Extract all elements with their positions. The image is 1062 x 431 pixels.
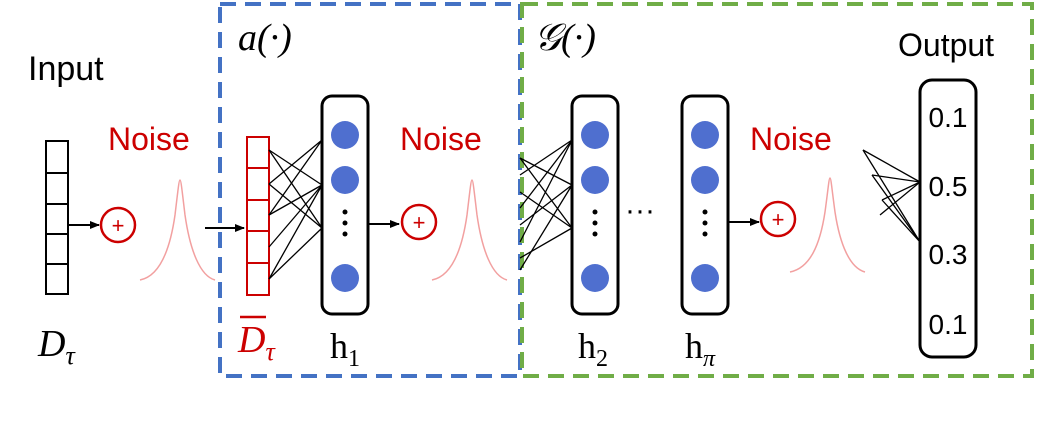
connections-to-output xyxy=(862,149,921,243)
d-tau-label: Dτ xyxy=(37,323,76,370)
add-noise-node-3: + xyxy=(759,200,797,238)
noise-label-2: Noise xyxy=(400,121,482,157)
connections-to-h2 xyxy=(519,139,573,271)
noise-curve-2 xyxy=(431,179,508,281)
svg-text:+: + xyxy=(413,210,426,235)
h2-label: h2 xyxy=(578,326,608,372)
add-noise-node-2: + xyxy=(400,203,438,241)
layer-ellipsis: ··· xyxy=(625,194,655,227)
g-function-region xyxy=(520,2,1034,378)
output-value-2: 0.5 xyxy=(929,171,968,202)
noise-curve-1 xyxy=(139,179,216,281)
hidden-layer-h2 xyxy=(570,94,620,316)
svg-text:+: + xyxy=(772,207,785,232)
output-value-3: 0.3 xyxy=(929,239,968,270)
noise-label-3: Noise xyxy=(750,121,832,157)
connections-input-h1 xyxy=(268,139,323,280)
input-label: Input xyxy=(28,50,104,88)
input-vector xyxy=(45,140,69,295)
output-layer: 0.1 0.5 0.3 0.1 xyxy=(918,78,978,359)
a-function-label: a(·) xyxy=(238,17,292,59)
hpi-label: hπ xyxy=(685,326,716,372)
output-value-4: 0.1 xyxy=(929,309,968,340)
g-function-label: 𝒢(·) xyxy=(534,17,596,59)
svg-text:+: + xyxy=(112,213,125,238)
noise-label-1: Noise xyxy=(108,121,190,157)
d-bar-tau-label: Dτ xyxy=(237,319,276,366)
noisy-input-vector xyxy=(246,136,270,296)
h1-label: h1 xyxy=(330,326,360,372)
output-label: Output xyxy=(898,27,994,63)
hidden-layer-h1 xyxy=(320,94,370,316)
noise-curve-3 xyxy=(789,177,866,273)
add-noise-node-1: + xyxy=(99,206,137,244)
hidden-layer-hpi xyxy=(680,94,730,316)
output-value-1: 0.1 xyxy=(929,102,968,133)
